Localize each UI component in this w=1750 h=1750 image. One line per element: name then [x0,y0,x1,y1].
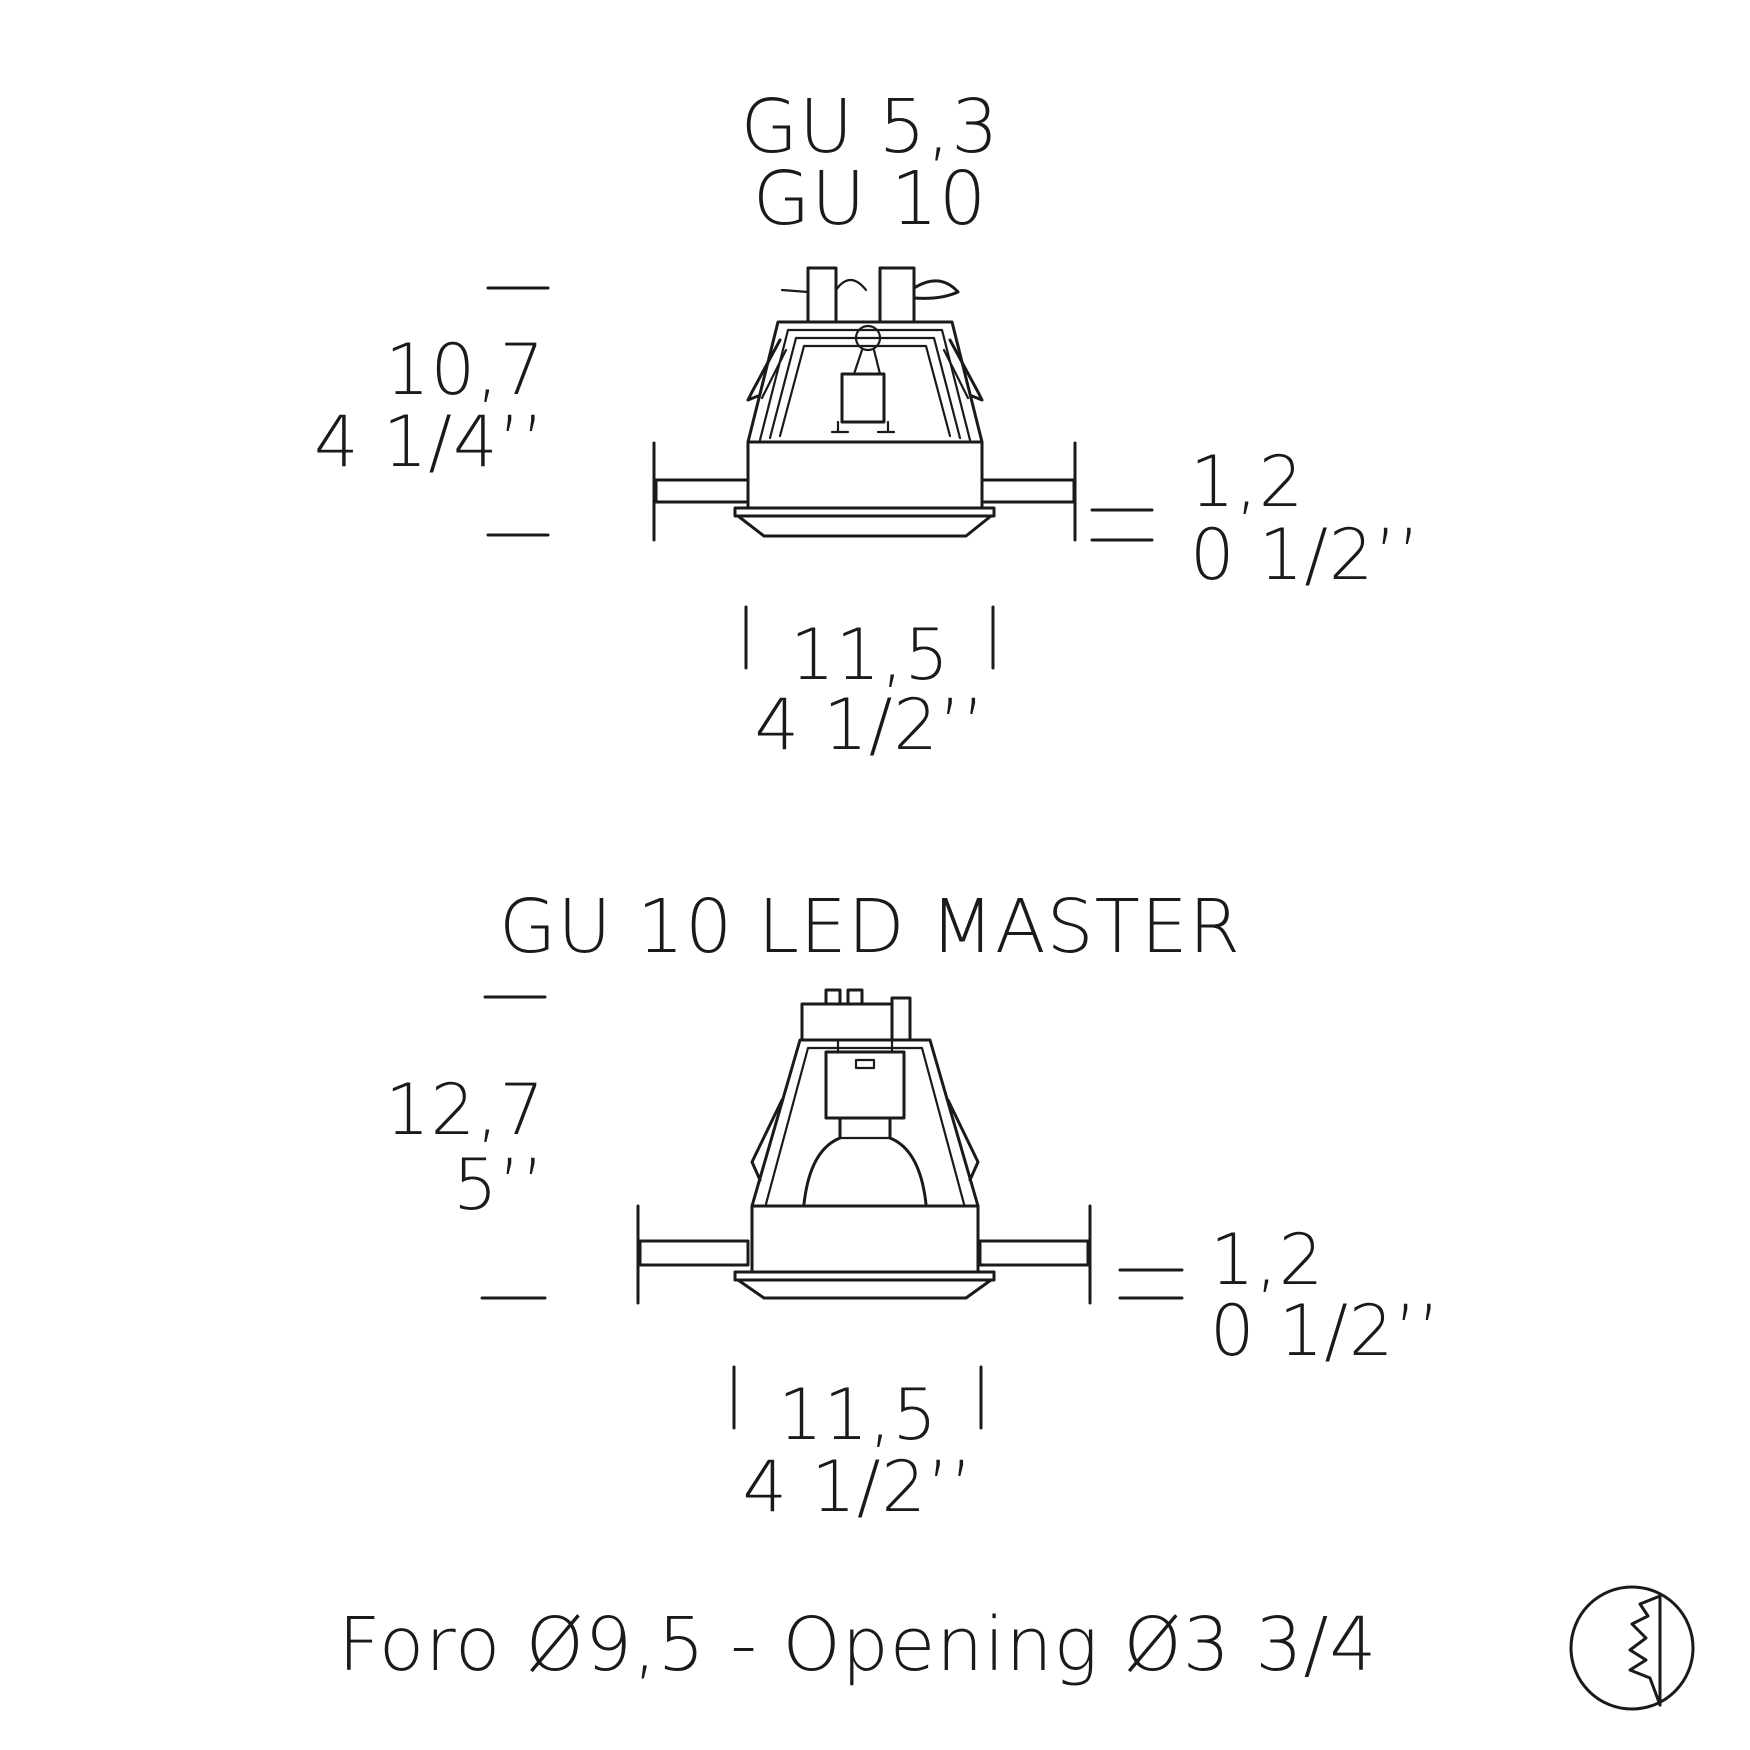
top-width-in: 4 1/2’’ [754,684,986,766]
ceiling-cut-icon [1569,1585,1695,1711]
bottom-width-cm: 11,5 [778,1374,938,1456]
bottom-dimension-lines [480,995,1184,1430]
top-height-in: 4 1/4’’ [314,401,545,483]
top-dimension-lines [486,286,1154,670]
top-width-cm: 11,5 [790,614,950,696]
opening-note: Foro Ø9,5 - Opening Ø3 3/4 [338,1602,1378,1688]
top-height-cm: 10,7 [385,329,545,411]
bottom-flange-in: 0 1/2’’ [1210,1290,1441,1372]
top-flange-in: 0 1/2’’ [1190,514,1421,596]
top-title-line2: GU 10 [752,156,988,242]
bottom-title: GU 10 LED MASTER [498,884,1242,970]
top-title-line1: GU 5,3 [740,84,1000,170]
bottom-height-in: 5’’ [452,1144,545,1226]
top-flange-cm: 1,2 [1190,441,1305,523]
bottom-flange-cm: 1,2 [1210,1219,1325,1301]
bottom-width-in: 4 1/2’’ [742,1446,974,1528]
bottom-height-cm: 12,7 [385,1069,545,1151]
top-fixture-drawing [652,266,1077,542]
bottom-fixture-drawing [636,988,1092,1305]
